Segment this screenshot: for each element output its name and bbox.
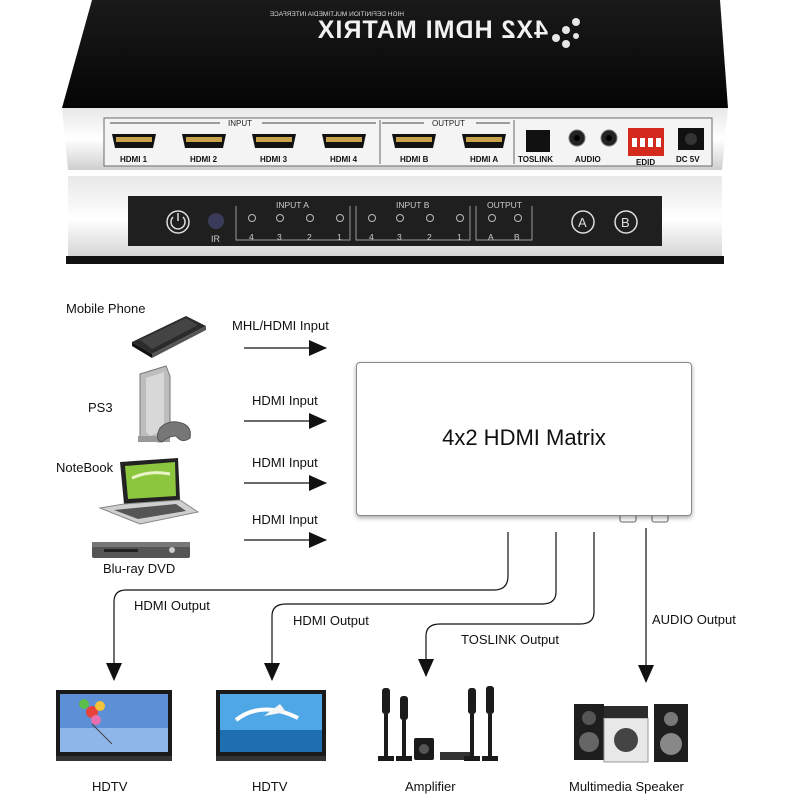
port-label: HDMI A — [470, 155, 498, 164]
mobile-phone-icon — [132, 316, 206, 358]
amplifier-speakers-icon — [378, 686, 498, 761]
ir-sensor-icon — [208, 213, 224, 229]
device-top-surface — [62, 0, 728, 108]
bluray-player-icon — [92, 542, 190, 558]
port-label: HDMI 4 — [330, 155, 358, 164]
source-label: PS3 — [88, 400, 113, 415]
led-letter: B — [514, 232, 520, 242]
hdtv-icon — [56, 690, 172, 761]
port-label: HDMI B — [400, 155, 429, 164]
input-a-group-label: INPUT A — [276, 200, 309, 210]
input-connection-label: HDMI Input — [252, 455, 318, 470]
brand-tagline: HIGH DEFINITION MULTIMEDIA INTERFACE — [269, 11, 404, 18]
multimedia-speaker-icon — [574, 704, 688, 763]
port-label: EDID — [636, 158, 655, 167]
led-number: 2 — [427, 232, 432, 242]
led-indicator-icon — [248, 214, 522, 222]
output-connection-label: TOSLINK Output — [461, 632, 560, 647]
matrix-title: 4x2 HDMI Matrix — [442, 425, 606, 450]
input-connection-label: HDMI Input — [252, 393, 318, 408]
output-connection-label: HDMI Output — [134, 598, 210, 613]
port-label: AUDIO — [575, 155, 601, 164]
notebook-laptop-icon — [98, 458, 200, 525]
led-letter: A — [488, 232, 494, 242]
led-number: 3 — [277, 232, 282, 242]
edid-dip-switch-icon — [628, 128, 664, 156]
input-b-group-label: INPUT B — [396, 200, 430, 210]
hdtv-icon — [216, 690, 326, 761]
rear-input-label: INPUT — [228, 119, 252, 128]
output-device-label: Amplifier — [405, 779, 456, 794]
source-label: Mobile Phone — [66, 301, 146, 316]
led-number: 2 — [307, 232, 312, 242]
output-connection-label: HDMI Output — [293, 613, 369, 628]
output-connection-label: AUDIO Output — [652, 612, 736, 627]
led-number: 1 — [337, 232, 342, 242]
output-device-label: HDTV — [92, 779, 128, 794]
input-connection-label: HDMI Input — [252, 512, 318, 527]
port-label: HDMI 1 — [120, 155, 148, 164]
output-group-label: OUTPUT — [487, 200, 522, 210]
input-arrow-icon — [244, 340, 327, 548]
led-number: 4 — [369, 232, 374, 242]
port-label: DC 5V — [676, 155, 700, 164]
ir-label: IR — [211, 234, 221, 244]
output-b-button[interactable] — [614, 210, 638, 234]
output-b-button-label: B — [621, 215, 630, 230]
input-connection-label: MHL/HDMI Input — [232, 318, 329, 333]
output-device-label: HDTV — [252, 779, 288, 794]
output-arrow-icon — [106, 528, 654, 683]
ps3-console-icon — [138, 365, 191, 443]
source-label: NoteBook — [56, 460, 114, 475]
output-device-label: Multimedia Speaker — [569, 779, 684, 794]
source-label: Blu-ray DVD — [103, 561, 176, 576]
matrix-box: 4x2 HDMI Matrix — [356, 362, 692, 516]
power-button-icon[interactable] — [166, 210, 190, 234]
toslink-port-icon — [526, 130, 550, 152]
brand-logo-dots-icon — [552, 18, 580, 48]
hdmi-port-icon — [112, 134, 506, 148]
brand-text: 4X2 HDMI MATRIX — [317, 16, 548, 44]
port-label: TOSLINK — [518, 155, 553, 164]
output-a-button[interactable] — [571, 210, 595, 234]
rear-output-label: OUTPUT — [432, 119, 465, 128]
output-a-button-label: A — [578, 215, 587, 230]
port-label: HDMI 3 — [260, 155, 288, 164]
port-label: HDMI 2 — [190, 155, 218, 164]
led-number: 3 — [397, 232, 402, 242]
led-number: 4 — [249, 232, 254, 242]
device-illustration: 4X2 HDMI MATRIX HIGH DEFINITION MULTIMED… — [62, 0, 728, 264]
led-number: 1 — [457, 232, 462, 242]
